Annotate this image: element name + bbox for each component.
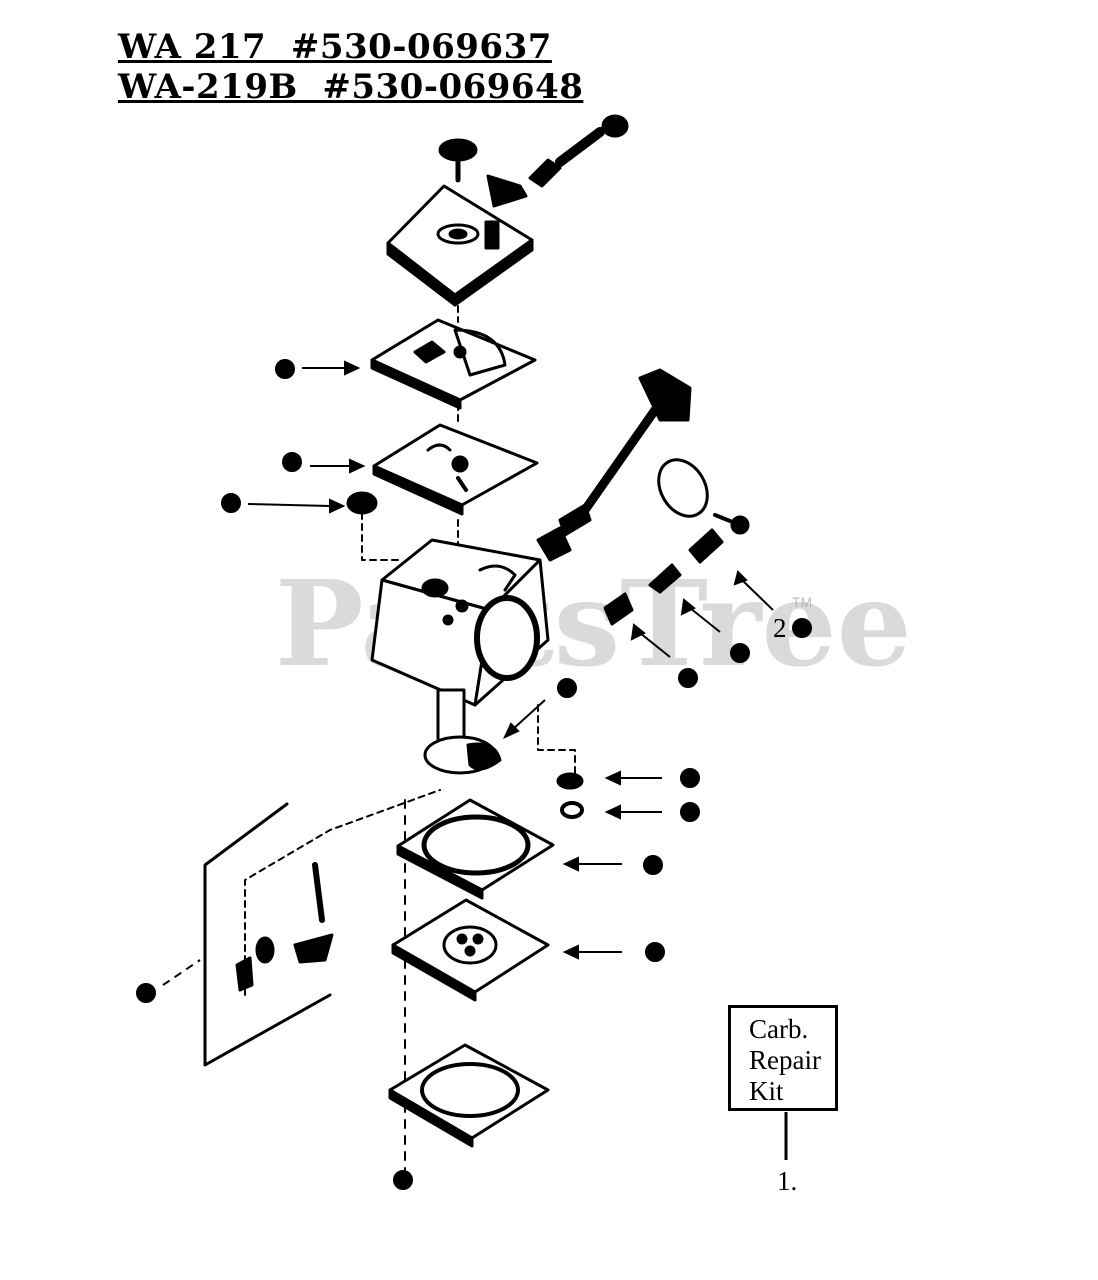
gasket-2-part	[372, 423, 539, 516]
top-screw-part	[438, 138, 478, 183]
gasket-1-part	[370, 318, 537, 410]
diaphragm-part	[391, 898, 550, 1002]
callout-screen	[502, 678, 577, 740]
kit-box-line-1: Carb.	[749, 1014, 809, 1044]
throttle-shaft-part	[536, 368, 709, 562]
watermark-trademark: TM	[792, 594, 813, 610]
lever-assembly-part	[203, 789, 441, 1067]
callout-diaphragm-gasket	[562, 855, 663, 875]
cover-plate-part	[388, 1043, 550, 1148]
washer-part	[346, 491, 378, 515]
kit-reference-number: 1.	[777, 1166, 798, 1196]
inlet-needle-part	[528, 114, 629, 188]
callout-washer	[221, 493, 346, 514]
part-reference-number: 2	[773, 613, 787, 643]
carburetor-body-part	[370, 538, 550, 752]
kit-box-line-3: Kit	[749, 1076, 784, 1107]
callout-gasket-2	[282, 452, 366, 474]
callout-needle-1	[733, 570, 812, 638]
top-cover-part	[386, 174, 534, 307]
adjusting-needle-part	[603, 528, 724, 626]
callout-plug	[604, 802, 700, 822]
inlet-screen-part	[423, 735, 502, 775]
callout-lever	[136, 959, 201, 1003]
diaphragm-gasket-part	[396, 798, 555, 900]
callout-needle-2	[680, 598, 750, 663]
callout-bottom	[393, 1170, 413, 1190]
plug-part	[560, 801, 584, 819]
callout-needle-3	[630, 623, 698, 688]
kit-box-line-2: Repair	[749, 1045, 821, 1076]
model-heading-2: WA-219B #530-069648	[118, 67, 584, 107]
callout-small-washer	[604, 768, 700, 788]
callout-diaphragm	[562, 942, 665, 962]
carb-repair-kit-box: Carb. Repair Kit	[728, 1005, 838, 1111]
callout-gasket-1	[275, 359, 361, 379]
small-washer-part	[556, 772, 584, 790]
model-heading-1: WA 217 #530-069637	[118, 27, 552, 67]
throttle-screw-part	[713, 513, 750, 535]
